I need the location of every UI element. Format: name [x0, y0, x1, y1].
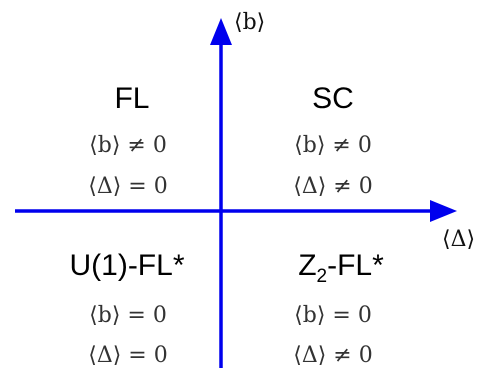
phase-name-subscript: 2 — [317, 266, 328, 287]
phase-name-u1-fl-star: U(1)-FL* — [69, 249, 184, 282]
quadrant-bottom-right: Z2-FL* ⟨b⟩ = 0 ⟨Δ⟩ ≠ 0 — [293, 249, 384, 368]
phase-name-z: Z — [298, 249, 316, 282]
horizontal-axis-arrowhead — [430, 200, 457, 222]
order-parameter-delta: ⟨Δ⟩ ≠ 0 — [293, 174, 372, 199]
order-parameter-b: ⟨b⟩ = 0 — [89, 303, 167, 328]
quadrant-bottom-left: U(1)-FL* ⟨b⟩ = 0 ⟨Δ⟩ = 0 — [69, 249, 184, 368]
order-parameter-delta: ⟨Δ⟩ = 0 — [88, 343, 167, 368]
vertical-axis-label: ⟨b⟩ — [234, 10, 265, 35]
order-parameter-delta: ⟨Δ⟩ = 0 — [88, 174, 167, 199]
phase-name-suffix: -FL* — [327, 249, 384, 282]
order-parameter-b: ⟨b⟩ ≠ 0 — [294, 133, 372, 158]
order-parameter-b: ⟨b⟩ = 0 — [294, 303, 372, 328]
phase-name-z2-fl-star: Z2-FL* — [298, 249, 384, 287]
phase-name-sc: SC — [312, 82, 354, 115]
phase-name-fl: FL — [114, 82, 149, 115]
axes — [15, 18, 457, 368]
quadrant-top-right: SC ⟨b⟩ ≠ 0 ⟨Δ⟩ ≠ 0 — [293, 82, 372, 199]
horizontal-axis-label: ⟨Δ⟩ — [442, 227, 475, 252]
order-parameter-b: ⟨b⟩ ≠ 0 — [89, 133, 167, 158]
vertical-axis-arrowhead — [210, 18, 232, 45]
quadrant-top-left: FL ⟨b⟩ ≠ 0 ⟨Δ⟩ = 0 — [88, 82, 167, 199]
order-parameter-delta: ⟨Δ⟩ ≠ 0 — [293, 343, 372, 368]
